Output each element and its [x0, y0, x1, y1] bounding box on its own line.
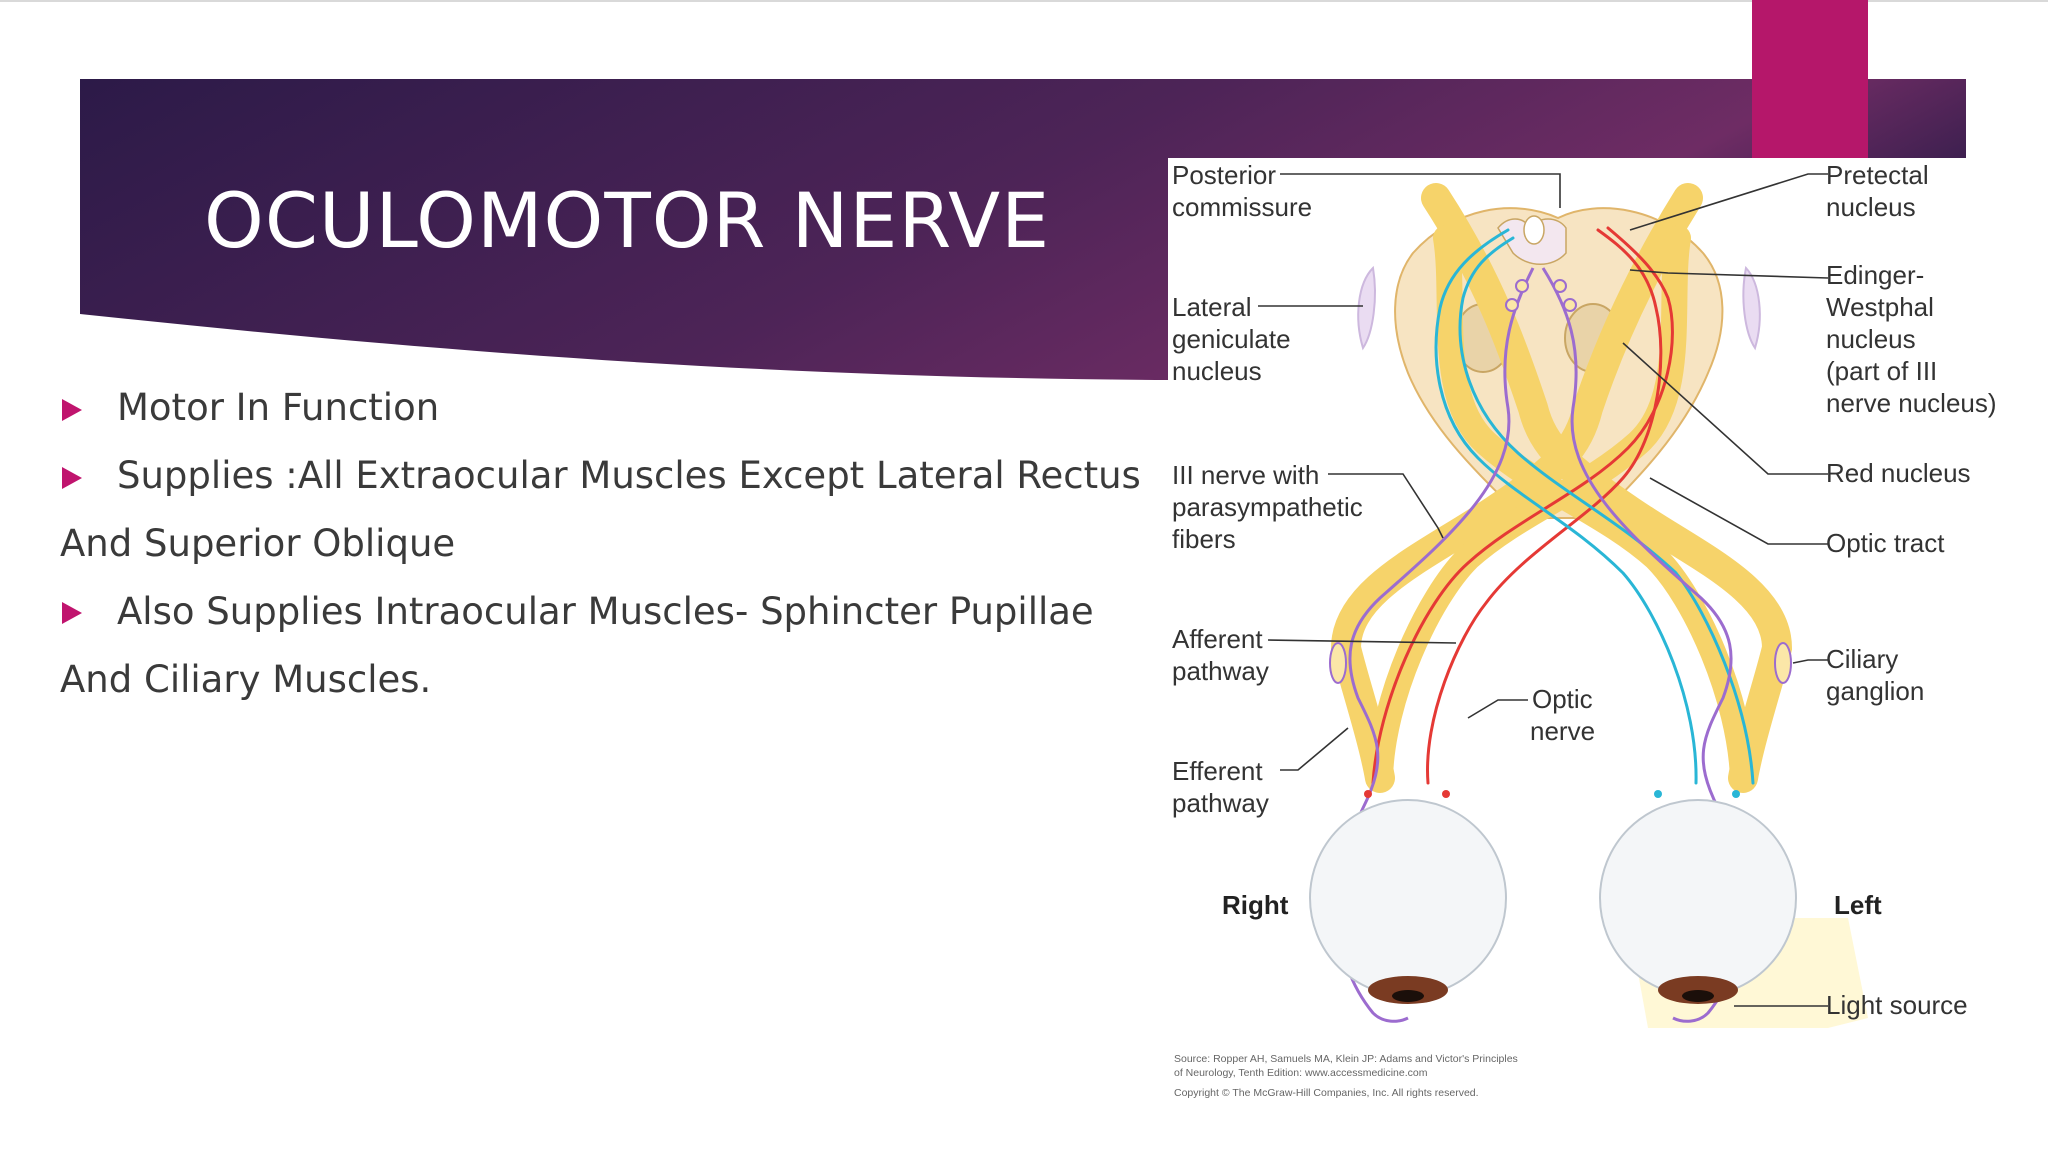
source-line: Source: Ropper AH, Samuels MA, Klein JP:… [1174, 1053, 1518, 1065]
svg-text:ganglion: ganglion [1826, 676, 1924, 706]
bullet-arrow-icon [62, 467, 82, 489]
bullet-text-continuation: And Ciliary Muscles. [60, 658, 431, 701]
label-efferent: Efferent [1172, 756, 1263, 786]
slide-title: OCULOMOTOR NERVE [204, 176, 1050, 265]
label-afferent: Afferent [1172, 624, 1263, 654]
svg-text:(part of III: (part of III [1826, 356, 1937, 386]
svg-text:nucleus: nucleus [1826, 324, 1916, 354]
label-posterior-commissure: Posterior [1172, 160, 1276, 190]
label-ciliary-ganglion: Ciliary [1826, 644, 1898, 674]
label-edinger-westphal: Edinger- [1826, 260, 1924, 290]
copyright-line: Copyright © The McGraw-Hill Companies, I… [1174, 1087, 1479, 1099]
bullet-text: Motor In Function [117, 386, 439, 429]
label-light-source: Light source [1826, 990, 1968, 1020]
bullet-text: Also Supplies Intraocular Muscles- Sphin… [117, 590, 1094, 633]
svg-text:pathway: pathway [1172, 656, 1269, 686]
pupillary-reflex-diagram: Posterior commissure Lateral geniculate … [1168, 158, 2006, 1116]
svg-text:pathway: pathway [1172, 788, 1269, 818]
svg-text:commissure: commissure [1172, 192, 1312, 222]
svg-text:nucleus: nucleus [1826, 192, 1916, 222]
source-line: of Neurology, Tenth Edition: www.accessm… [1174, 1067, 1428, 1079]
accent-bar [1752, 0, 1868, 162]
svg-text:fibers: fibers [1172, 524, 1236, 554]
bullet-text-continuation: And Superior Oblique [60, 522, 455, 565]
label-lateral-geniculate: Lateral [1172, 292, 1252, 322]
label-optic-tract: Optic tract [1826, 528, 1945, 558]
svg-text:nerve: nerve [1530, 716, 1595, 746]
label-pretectal: Pretectal [1826, 160, 1929, 190]
label-left: Left [1834, 890, 1882, 920]
svg-text:Westphal: Westphal [1826, 292, 1934, 322]
label-optic-nerve: Optic [1532, 684, 1593, 714]
bullet-arrow-icon [62, 602, 82, 624]
label-iii-nerve: III nerve with [1172, 460, 1319, 490]
bullet-text: Supplies :All Extraocular Muscles Except… [117, 454, 1141, 497]
svg-text:geniculate: geniculate [1172, 324, 1291, 354]
bullet-arrow-icon [62, 399, 82, 421]
svg-text:nerve nucleus): nerve nucleus) [1826, 388, 1997, 418]
label-red-nucleus: Red nucleus [1826, 458, 1971, 488]
label-right: Right [1222, 890, 1289, 920]
svg-text:parasympathetic: parasympathetic [1172, 492, 1363, 522]
svg-text:nucleus: nucleus [1172, 356, 1262, 386]
